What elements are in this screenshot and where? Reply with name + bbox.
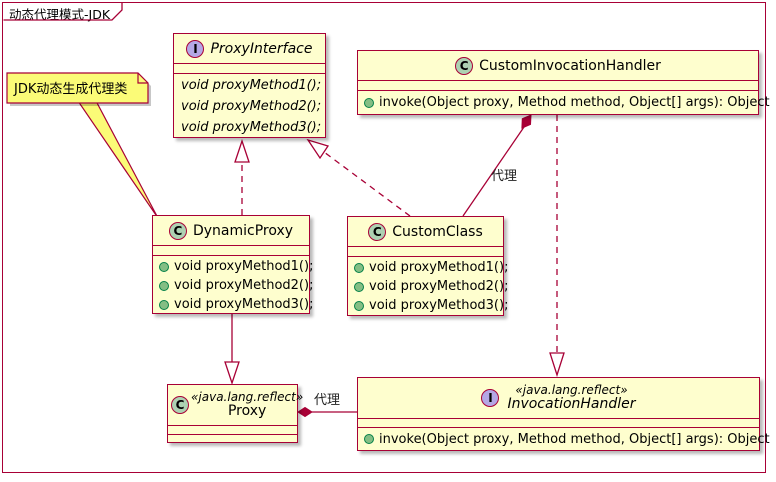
public-method-dot-icon [159, 299, 169, 310]
method-text: void proxyMethod3(); [181, 120, 322, 135]
hollow-triangle-arrow-icon [306, 138, 330, 160]
method-text: void proxyMethod1(); [369, 260, 509, 275]
class-name: CustomClass [392, 223, 483, 240]
methods-compartment: invoke(Object proxy, Method method, Obje… [358, 90, 770, 114]
edge-handler-composes-customclass [462, 126, 525, 217]
class-box-proxy: C «java.lang.reflect» Proxy [167, 384, 303, 443]
method-row: void proxyMethod3(); [348, 296, 508, 315]
method-row: void proxyMethod2(); [174, 96, 325, 117]
methods-compartment: void proxyMethod1(); void proxyMethod2()… [153, 255, 313, 315]
class-stereotype: «java.lang.reflect» [191, 389, 304, 404]
method-text: void proxyMethod2(); [369, 279, 509, 294]
hollow-triangle-arrow-icon [224, 361, 240, 386]
method-row: void proxyMethod3(); [174, 117, 325, 138]
method-text: void proxyMethod3(); [174, 297, 314, 312]
method-text: invoke(Object proxy, Method method, Obje… [379, 95, 770, 110]
fields-compartment [358, 418, 759, 427]
method-row: void proxyMethod2(); [153, 276, 313, 295]
methods-compartment: void proxyMethod1(); void proxyMethod2()… [348, 256, 508, 316]
method-text: invoke(Object proxy, Method method, Obje… [379, 431, 770, 447]
public-method-dot-icon [159, 280, 169, 291]
interface-icon: I [481, 389, 500, 407]
class-stereotype: «java.lang.reflect» [515, 382, 628, 397]
class-name: DynamicProxy [192, 222, 294, 239]
note-shape [6, 72, 149, 104]
filled-diamond-icon [521, 114, 532, 129]
class-header: I «java.lang.reflect» InvocationHandler [358, 378, 759, 418]
method-row: void proxyMethod2(); [348, 277, 508, 296]
class-box-invocationhandler: I «java.lang.reflect» InvocationHandler … [357, 377, 770, 451]
public-method-dot-icon [159, 261, 169, 272]
class-header: C CustomClass [348, 217, 503, 246]
method-row: void proxyMethod1(); [348, 258, 508, 277]
class-box-proxyinterface: I ProxyInterface void proxyMethod1(); vo… [173, 33, 326, 138]
hollow-triangle-arrow-icon [234, 138, 250, 163]
public-method-dot-icon [364, 97, 374, 108]
class-name: Proxy [227, 402, 267, 419]
public-method-dot-icon [354, 281, 364, 292]
class-box-dynamicproxy: C DynamicProxy void proxyMethod1(); void… [152, 215, 313, 315]
hollow-triangle-arrow-icon [549, 352, 565, 378]
class-name: ProxyInterface [210, 40, 313, 57]
method-row: void proxyMethod3(); [153, 295, 313, 314]
method-text: void proxyMethod2(); [174, 278, 314, 293]
methods-compartment: invoke(Object proxy, Method method, Obje… [358, 427, 770, 450]
class-icon: C [171, 396, 189, 414]
method-row: void proxyMethod1(); [153, 257, 313, 276]
method-row: void proxyMethod1(); [174, 75, 325, 96]
methods-compartment: void proxyMethod1(); void proxyMethod2()… [174, 73, 325, 139]
class-icon: C [168, 221, 187, 240]
edge-customclass-realizes-proxyinterface [323, 151, 411, 217]
note-pointer-beam [76, 100, 159, 219]
class-name: InvocationHandler [507, 395, 636, 412]
class-header: C «java.lang.reflect» Proxy [168, 385, 303, 425]
method-text: void proxyMethod3(); [369, 298, 509, 313]
note-fold-corner-icon [137, 73, 148, 84]
frame-tab-outline [3, 3, 123, 21]
class-icon: C [455, 56, 474, 75]
frame-title: 动态代理模式-JDK [9, 7, 111, 22]
class-header: C CustomInvocationHandler [358, 51, 758, 80]
class-header: I ProxyInterface [174, 34, 325, 63]
methods-compartment [168, 434, 297, 442]
frame-border [2, 2, 766, 473]
note-text: JDK动态生成代理类 [14, 82, 128, 97]
method-text: void proxyMethod1(); [174, 259, 314, 274]
fields-compartment [168, 425, 297, 434]
method-row: invoke(Object proxy, Method method, Obje… [358, 432, 770, 447]
class-box-custominvocationhandler: C CustomInvocationHandler invoke(Object … [357, 50, 770, 115]
public-method-dot-icon [364, 434, 374, 444]
class-header: C DynamicProxy [153, 216, 309, 245]
class-name: CustomInvocationHandler [479, 57, 661, 74]
class-box-customclass: C CustomClass void proxyMethod1(); void … [347, 216, 508, 316]
fields-compartment [348, 246, 503, 256]
method-text: void proxyMethod1(); [181, 78, 322, 93]
method-row: invoke(Object proxy, Method method, Obje… [358, 95, 770, 110]
fields-compartment [358, 80, 758, 90]
fields-compartment [153, 245, 309, 255]
interface-icon: I [186, 39, 205, 58]
fields-compartment [174, 63, 325, 73]
filled-diamond-icon [297, 406, 313, 418]
edge-label-proxy-relation: 代理 [314, 393, 341, 408]
public-method-dot-icon [354, 262, 364, 273]
method-text: void proxyMethod2(); [181, 99, 322, 114]
class-icon: C [368, 222, 387, 241]
edge-label-proxy-relation: 代理 [491, 169, 518, 184]
public-method-dot-icon [354, 300, 364, 311]
